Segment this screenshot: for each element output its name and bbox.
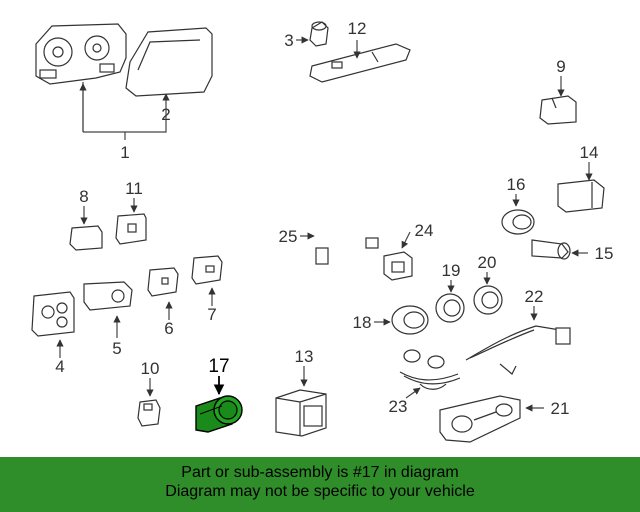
callout-24[interactable]: 24 <box>415 221 434 240</box>
callout-17-highlighted[interactable]: 17 <box>208 356 229 377</box>
banner-line-1: Part or sub-assembly is #17 in diagram <box>181 464 459 481</box>
part-6-switch[interactable] <box>147 267 179 297</box>
part-12-switch-base[interactable] <box>309 43 411 83</box>
part-11-switch[interactable] <box>115 213 147 245</box>
part-24-sensor[interactable] <box>383 251 413 281</box>
callout-12[interactable]: 12 <box>348 19 367 38</box>
callout-13[interactable]: 13 <box>295 347 314 366</box>
callout-7[interactable]: 7 <box>207 305 216 324</box>
part-5-switch[interactable] <box>83 281 133 311</box>
callout-8[interactable]: 8 <box>79 187 88 206</box>
part-17-highlighted-switch[interactable] <box>195 395 243 433</box>
part-21-climate-panel[interactable] <box>439 395 521 443</box>
callout-2[interactable]: 2 <box>161 105 170 124</box>
part-16-knob[interactable] <box>501 209 535 235</box>
callout-5[interactable]: 5 <box>112 339 121 358</box>
part-9-switch[interactable] <box>539 95 577 125</box>
part-18-knob[interactable] <box>391 305 429 335</box>
part-15-socket[interactable] <box>531 239 571 260</box>
part-19-knob[interactable] <box>435 293 465 323</box>
callout-25[interactable]: 25 <box>279 227 298 246</box>
callout-20[interactable]: 20 <box>478 253 497 272</box>
part-25-hose[interactable] <box>315 202 379 265</box>
callout-22[interactable]: 22 <box>525 287 544 306</box>
info-banner: Part or sub-assembly is #17 in diagram D… <box>0 457 640 512</box>
callout-19[interactable]: 19 <box>442 261 461 280</box>
part-20-knob[interactable] <box>473 285 503 315</box>
callout-1[interactable]: 1 <box>120 143 129 162</box>
part-2-cluster-lens[interactable] <box>125 27 213 97</box>
callout-10[interactable]: 10 <box>141 359 160 378</box>
part-10-connector[interactable] <box>137 399 161 427</box>
part-8-switch[interactable] <box>69 225 103 251</box>
part-14-switch[interactable] <box>557 179 605 213</box>
callout-21[interactable]: 21 <box>551 399 570 418</box>
part-22-wire-harness[interactable] <box>465 325 571 375</box>
callout-15[interactable]: 15 <box>595 244 614 263</box>
callout-14[interactable]: 14 <box>580 143 599 162</box>
part-3-clip[interactable] <box>309 21 329 47</box>
banner-line-2: Diagram may not be specific to your vehi… <box>165 483 475 500</box>
parts-diagram: 1 2 3 4 5 6 7 8 9 10 11 12 13 14 15 16 1… <box>31 19 614 443</box>
callout-3[interactable]: 3 <box>284 31 293 50</box>
callout-6[interactable]: 6 <box>164 319 173 338</box>
callout-16[interactable]: 16 <box>507 175 526 194</box>
callout-11[interactable]: 11 <box>125 179 143 198</box>
part-13-module[interactable] <box>275 389 327 437</box>
callout-4[interactable]: 4 <box>55 357 64 376</box>
part-23-wire-harness[interactable] <box>399 349 461 390</box>
part-4-mirror-switch[interactable] <box>31 291 75 337</box>
callout-18[interactable]: 18 <box>353 313 372 332</box>
callout-9[interactable]: 9 <box>556 57 565 76</box>
part-1-instrument-cluster[interactable] <box>35 23 127 85</box>
callout-23[interactable]: 23 <box>389 397 408 416</box>
part-7-switch[interactable] <box>191 255 223 285</box>
